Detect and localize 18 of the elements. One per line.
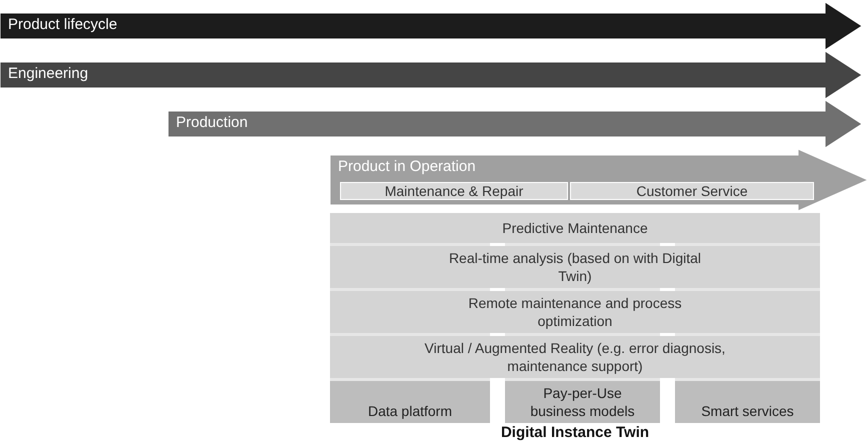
phase-label: Product lifecycle xyxy=(8,16,118,34)
category-bar: Maintenance & Repair xyxy=(340,182,568,200)
phase-banner xyxy=(168,100,862,148)
service-band: Virtual / Augmented Reality (e.g. error diagnosis, maintenance support) xyxy=(330,336,820,378)
foundation-box: Smart services xyxy=(675,381,820,423)
foundation-box: Data platform xyxy=(330,381,490,423)
phase-banner xyxy=(0,51,862,99)
service-band: Real-time analysis (based on with Digital Twin) xyxy=(330,246,820,288)
phase-label: Product in Operation xyxy=(338,158,476,176)
caption: Digital Instance Twin xyxy=(500,424,650,441)
category-bar: Customer Service xyxy=(570,182,814,200)
phase-label: Engineering xyxy=(8,65,88,83)
foundation-box: Pay-per-Use business models xyxy=(505,381,660,423)
service-band: Predictive Maintenance xyxy=(330,213,820,243)
phase-banner xyxy=(330,149,868,211)
phase-banner xyxy=(0,2,862,50)
phase-label: Production xyxy=(176,114,248,132)
service-band: Remote maintenance and process optimization xyxy=(330,291,820,333)
